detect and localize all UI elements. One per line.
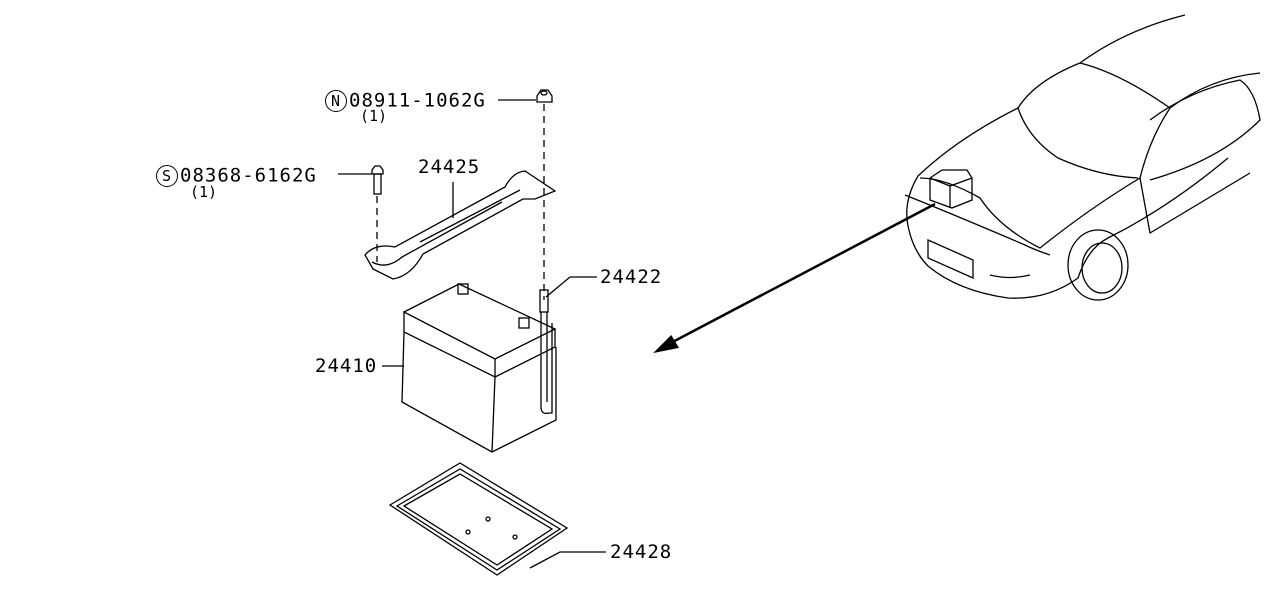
part-label-tray[interactable]: 24428 bbox=[610, 541, 673, 563]
part-number: 08911-1062G bbox=[349, 89, 486, 112]
battery-24410 bbox=[401, 283, 557, 453]
s-circle-icon: S bbox=[156, 165, 178, 187]
part-label-rod[interactable]: 24422 bbox=[600, 266, 663, 288]
leader-lines bbox=[338, 99, 606, 569]
quantity: (1) bbox=[190, 183, 218, 201]
part-number: 08368-6162G bbox=[180, 164, 317, 187]
nut-icon bbox=[536, 89, 553, 103]
bolt-icon bbox=[371, 165, 384, 195]
quantity: (1) bbox=[360, 107, 388, 125]
part-label-battery[interactable]: 24410 bbox=[315, 355, 378, 377]
rod-24422 bbox=[539, 289, 553, 415]
car-illustration bbox=[904, 14, 1261, 301]
bracket-24425 bbox=[364, 170, 557, 280]
arrow-icon bbox=[653, 202, 936, 354]
n-circle-icon: N bbox=[325, 90, 347, 112]
tray-24428 bbox=[388, 462, 569, 576]
part-label-bracket[interactable]: 24425 bbox=[418, 156, 481, 178]
